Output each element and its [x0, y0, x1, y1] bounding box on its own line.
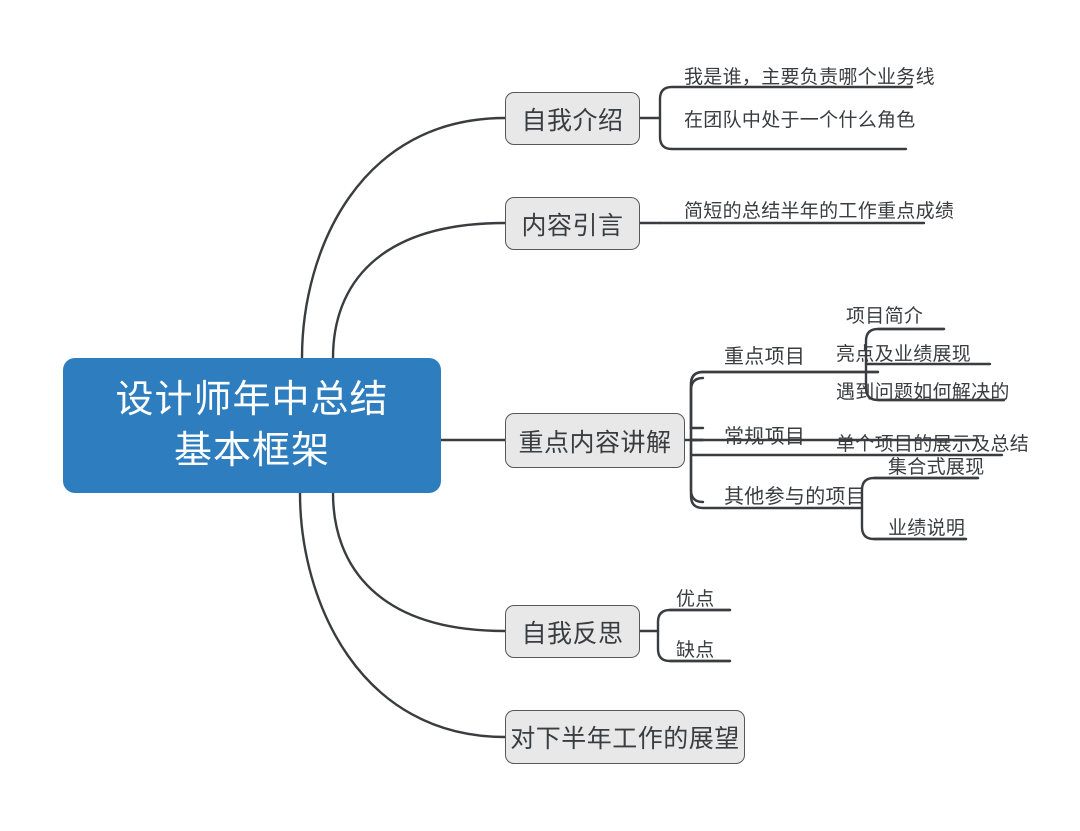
- trunk-key-content: [689, 376, 705, 504]
- sub-label-regular-project[interactable]: 常规项目: [724, 426, 806, 448]
- leaf-reflection-1[interactable]: 优点: [676, 589, 715, 610]
- leaf-reflection-2[interactable]: 缺点: [676, 640, 715, 661]
- edge-root-to-self-intro: [300, 116, 507, 360]
- root-node[interactable]: 设计师年中总结 基本框架: [63, 358, 441, 493]
- leaf-self-intro-1[interactable]: 我是谁，主要负责哪个业务线: [684, 67, 935, 88]
- leaf-other-project-2[interactable]: 业绩说明: [888, 518, 966, 539]
- branch-label-outlook: 对下半年工作的展望: [510, 725, 740, 753]
- branch-node-key-content[interactable]: 重点内容讲解: [505, 413, 685, 468]
- leaf-focus-project-1[interactable]: 项目简介: [846, 306, 924, 327]
- branch-label-intro: 内容引言: [521, 211, 624, 240]
- edge-root-to-reflection: [331, 491, 507, 633]
- leaf-focus-project-3[interactable]: 遇到问题如何解决的: [836, 382, 1010, 403]
- leaf-focus-project-2[interactable]: 亮点及业绩展现: [836, 344, 972, 365]
- root-label-line1: 设计师年中总结: [115, 379, 389, 422]
- branch-node-reflection[interactable]: 自我反思: [505, 605, 640, 658]
- sub-label-focus-project[interactable]: 重点项目: [724, 346, 806, 368]
- branch-node-intro[interactable]: 内容引言: [505, 197, 640, 250]
- branch-node-outlook[interactable]: 对下半年工作的展望: [505, 710, 745, 764]
- root-label-line2: 基本框架: [173, 429, 330, 472]
- edge-root-to-intro: [331, 221, 507, 360]
- branch-node-self-intro[interactable]: 自我介绍: [505, 92, 640, 145]
- leaf-self-intro-2[interactable]: 在团队中处于一个什么角色: [684, 110, 916, 131]
- branch-label-self-intro: 自我介绍: [521, 106, 624, 135]
- branch-label-reflection: 自我反思: [521, 619, 624, 648]
- sub-label-other-project[interactable]: 其他参与的项目: [724, 486, 867, 508]
- leaf-regular-project-1[interactable]: 单个项目的展示及总结: [836, 434, 1030, 455]
- leaf-intro-1[interactable]: 简短的总结半年的工作重点成绩: [684, 201, 955, 222]
- leaf-other-project-1[interactable]: 集合式展现: [888, 457, 985, 478]
- edge-root-to-outlook: [298, 491, 507, 739]
- branch-label-key-content: 重点内容讲解: [518, 428, 672, 457]
